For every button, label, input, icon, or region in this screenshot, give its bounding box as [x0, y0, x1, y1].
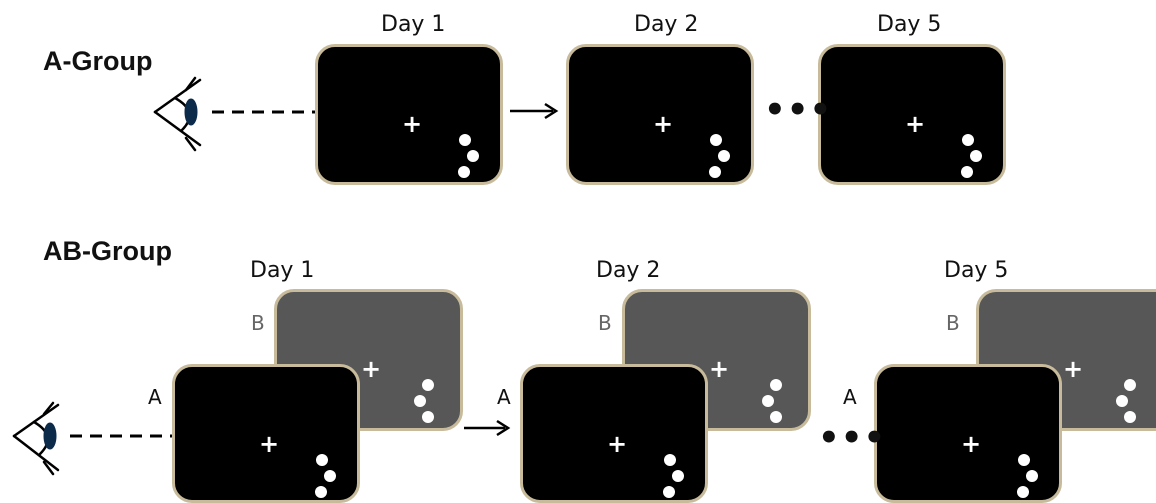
a-group-screen-day-2: + [566, 44, 754, 185]
ab-group-day-1-label: Day 1 [250, 258, 315, 283]
stimulus-dot [324, 470, 336, 482]
stimulus-dot [770, 379, 782, 391]
stimulus-dot [762, 395, 774, 407]
stimulus-dot [422, 411, 434, 423]
ab-day-5-a-label: A [843, 385, 857, 409]
fixation-cross: + [905, 110, 926, 138]
ab-group-day-2-label: Day 2 [596, 258, 661, 283]
fixation-cross: + [607, 430, 628, 458]
ab-day-5-screen-a: + [874, 364, 1062, 503]
a-group-screen-day-1: + [315, 44, 503, 185]
stimulus-dot [663, 486, 675, 498]
ab-day-1-screen-a: + [172, 364, 360, 503]
stimulus-dot [458, 166, 470, 178]
ab-day-1-a-label: A [148, 385, 162, 409]
stimulus-dot [961, 166, 973, 178]
stimulus-dot [1026, 470, 1038, 482]
eye-icon [153, 76, 202, 152]
fixation-cross: + [709, 355, 730, 383]
a-group-ellipsis: ••• [764, 90, 833, 130]
arrow-right-icon [510, 102, 559, 120]
stimulus-dot [422, 379, 434, 391]
stimulus-dot [709, 166, 721, 178]
a-group-day-5-label: Day 5 [877, 12, 942, 37]
a-group-day-2-label: Day 2 [634, 12, 699, 37]
stimulus-dot [316, 454, 328, 466]
ab-day-2-a-label: A [497, 385, 511, 409]
eye-icon [12, 401, 60, 476]
fixation-cross: + [961, 430, 982, 458]
stimulus-dot [414, 395, 426, 407]
stimulus-dot [962, 134, 974, 146]
stimulus-dot [710, 134, 722, 146]
stimulus-dot [1017, 486, 1029, 498]
stimulus-dot [718, 150, 730, 162]
stimulus-dot [459, 134, 471, 146]
fixation-cross: + [361, 355, 382, 383]
a-group-day-1-label: Day 1 [381, 12, 446, 37]
a-group-title: A-Group [43, 46, 153, 76]
ab-day-5-b-label: B [946, 311, 960, 335]
fixation-cross: + [259, 430, 280, 458]
fixation-cross: + [1063, 355, 1084, 383]
arrow-right-icon [464, 419, 511, 437]
stimulus-dot [970, 150, 982, 162]
stimulus-dot [770, 411, 782, 423]
a-group-screen-day-5: + [818, 44, 1006, 185]
ab-day-2-screen-b: + [622, 289, 811, 431]
ab-day-2-b-label: B [598, 311, 612, 335]
stimulus-dot [1124, 411, 1136, 423]
stimulus-dot [1018, 454, 1030, 466]
stimulus-dot [1116, 395, 1128, 407]
stimulus-dot [672, 470, 684, 482]
ab-group-ellipsis: ••• [818, 418, 887, 458]
ab-day-1-b-label: B [251, 311, 265, 335]
ab-group-day-5-label: Day 5 [944, 258, 1009, 283]
ab-day-1-screen-b: + [274, 289, 463, 431]
stimulus-dot [1124, 379, 1136, 391]
stimulus-dot [664, 454, 676, 466]
ab-day-2-screen-a: + [520, 364, 708, 503]
stimulus-dot [467, 150, 479, 162]
fixation-cross: + [402, 110, 423, 138]
stimulus-dot [315, 486, 327, 498]
fixation-cross: + [653, 110, 674, 138]
ab-group-title: AB-Group [43, 236, 172, 266]
